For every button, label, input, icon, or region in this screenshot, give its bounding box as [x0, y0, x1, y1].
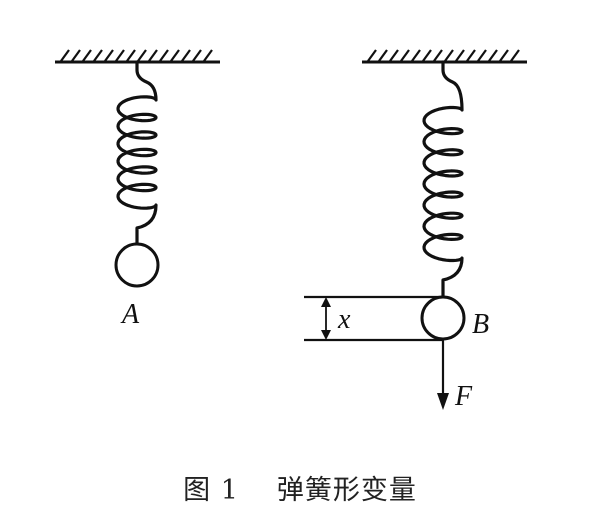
- ball-b-label: B: [472, 309, 489, 340]
- force-arrow: [437, 339, 449, 410]
- displacement-label: x: [337, 304, 351, 335]
- displacement-arrow: [321, 297, 331, 340]
- force-label: F: [454, 381, 473, 412]
- spring-right: [422, 60, 464, 299]
- ball-a: [114, 242, 160, 288]
- figure-number: 图 1: [183, 475, 239, 506]
- ball-b: [420, 295, 466, 341]
- figure-caption: 图 1 弹簧形变量: [0, 468, 600, 507]
- ceiling-left: [55, 49, 220, 64]
- ball-a-label: A: [120, 299, 140, 330]
- ceiling-right: [362, 49, 527, 64]
- spring-left: [116, 60, 158, 246]
- figure-title: 弹簧形变量: [276, 475, 417, 506]
